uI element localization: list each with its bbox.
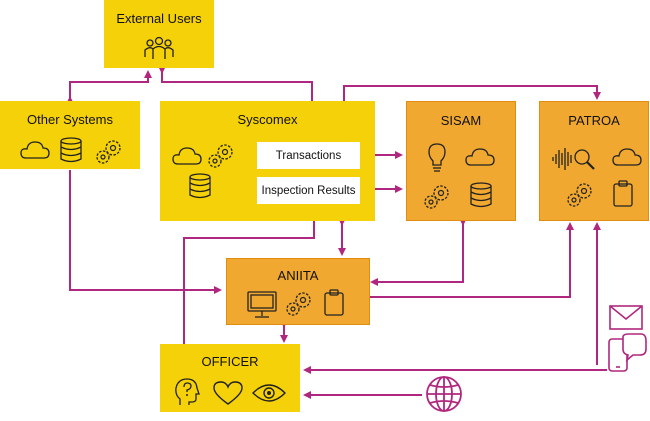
aniita-node: ANIITA	[226, 258, 370, 325]
syscomex-node: Syscomex Transactions Inspection Results	[160, 101, 375, 221]
mobile-chat-icon	[608, 333, 647, 372]
cloud-icon	[612, 148, 642, 166]
gears-icon	[567, 183, 592, 207]
cloud-icon	[20, 141, 50, 159]
node-title: Other Systems	[27, 112, 113, 127]
gears-icon	[96, 140, 121, 164]
external-users-node: External Users	[104, 0, 214, 68]
gears-icon	[424, 185, 449, 209]
node-title: OFFICER	[201, 354, 259, 369]
connector-other-systems-aniita	[69, 170, 222, 294]
transactions-box: Transactions	[257, 142, 360, 169]
node-title: Syscomex	[237, 112, 298, 127]
node-title: SISAM	[440, 113, 482, 128]
patroa-node: PATROA	[539, 101, 649, 221]
database-icon	[189, 173, 211, 199]
clipboard-icon	[324, 289, 344, 316]
database-icon	[60, 137, 82, 163]
cloud-icon	[172, 147, 202, 165]
globe-icon	[426, 376, 462, 412]
node-title: PATROA	[568, 113, 620, 128]
connector-other-systems-external-users	[66, 70, 152, 104]
connector-syscomex-patroa	[343, 85, 601, 102]
officer-node: OFFICER	[160, 344, 300, 412]
heart-icon	[213, 381, 243, 405]
connector-sisam-aniita	[370, 218, 467, 286]
other-systems-node: Other Systems	[0, 101, 140, 169]
database-icon	[470, 182, 492, 208]
mail-icon	[609, 305, 643, 330]
eye-icon	[252, 384, 286, 402]
connector-aniita-patroa	[370, 222, 574, 298]
lightbulb-icon	[428, 143, 446, 172]
clipboard-icon	[613, 180, 633, 207]
users-group-icon	[144, 36, 174, 59]
node-title: ANIITA	[277, 268, 319, 283]
audio-search-icon	[552, 148, 595, 170]
head-question-icon	[175, 378, 200, 405]
connector-officer-inspection	[183, 206, 318, 345]
sisam-node: SISAM	[406, 101, 516, 221]
inspection-results-box: Inspection Results	[257, 177, 360, 204]
gears-icon	[286, 292, 311, 316]
cloud-icon	[465, 148, 495, 166]
node-title: External Users	[116, 11, 202, 26]
monitor-icon	[247, 291, 277, 318]
gears-icon	[208, 144, 233, 168]
